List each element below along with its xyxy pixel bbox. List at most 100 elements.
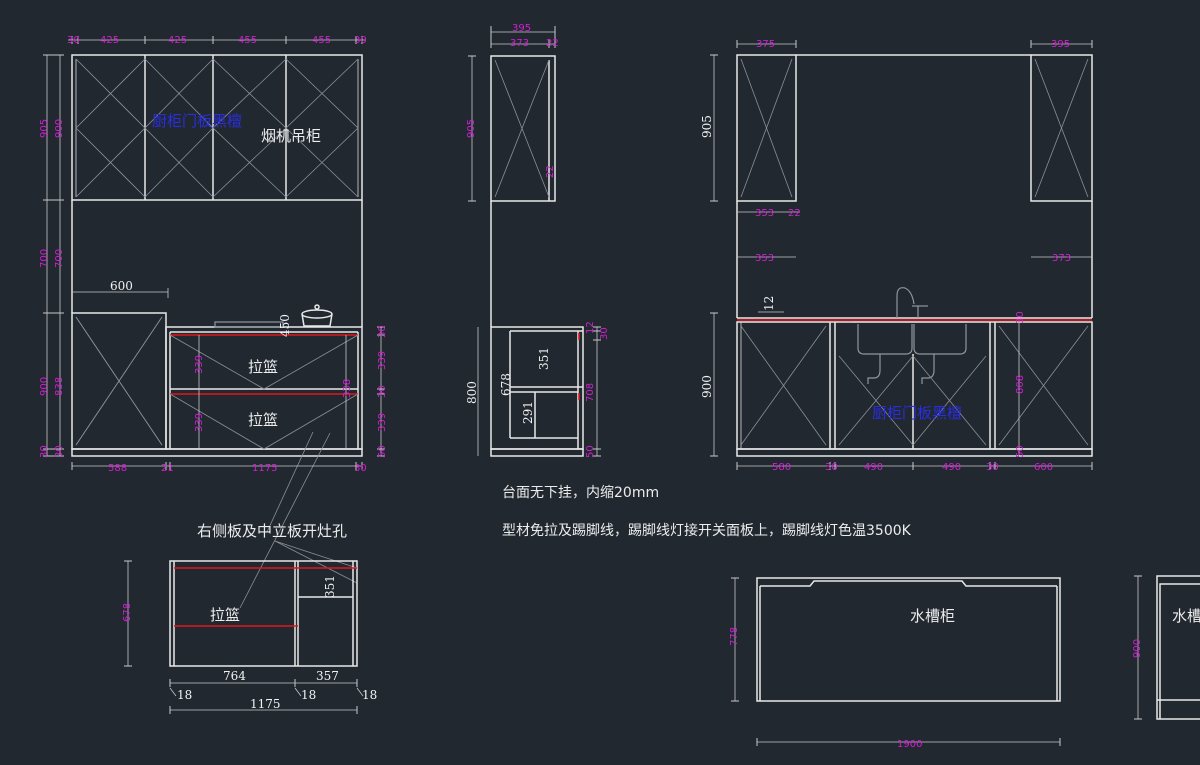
dim-top-4: 455 — [312, 35, 331, 46]
dim-353a: 353 — [755, 208, 774, 219]
sink-basin-left — [857, 324, 913, 355]
dim-left-inner-700: 700 — [54, 249, 65, 268]
basket-label-1: 拉篮 — [248, 358, 278, 376]
dim-778: 778 — [729, 627, 740, 646]
dim-339a: 339 — [194, 355, 205, 374]
plan-2-frame — [756, 577, 1061, 702]
dim-357: 357 — [316, 669, 339, 683]
dim-353b: 353 — [755, 253, 774, 264]
hood-cabinet-label: 烟机吊柜 — [261, 127, 321, 145]
dim-1175-plan: 1175 — [250, 697, 281, 711]
dim-905-side: 905 — [466, 119, 477, 138]
dim-338: 338 — [342, 379, 353, 398]
dim-top-1: 425 — [100, 35, 119, 46]
dim-678-plan: 678 — [122, 603, 133, 622]
dim-12-sink: 12 — [762, 296, 776, 311]
sink-basin-right — [913, 324, 967, 355]
dim-right-50: 50 — [377, 445, 388, 458]
dim-right-30b: 30 — [377, 385, 388, 398]
dim-50-sink: 50 — [1015, 445, 1026, 458]
dim-764: 764 — [223, 669, 246, 683]
drain-pipe-right — [921, 354, 935, 384]
dim-right-339: 339 — [377, 351, 388, 370]
pot-icon — [301, 309, 333, 319]
door-color-label-2: 厨柜门板黑檀 — [872, 404, 962, 422]
dim-30-bottom-b: 30 — [986, 462, 999, 473]
dim-bottom-21: 21 — [161, 463, 174, 474]
plan-stove-cabinet: 右侧板及中立板开灶孔 拉篮 351 678 764 357 18 18 18 1… — [122, 522, 377, 714]
dim-808: 808 — [1015, 375, 1026, 394]
side-upper-cabinet — [490, 55, 556, 202]
dim-395: 395 — [512, 23, 531, 34]
faucet-icon — [896, 287, 915, 318]
side-panel-note: 右侧板及中立板开灶孔 — [197, 522, 347, 540]
plan-sink-cabinet-cut: 水槽 900 — [1132, 575, 1200, 720]
dim-left-inner-30: 30 — [54, 445, 65, 458]
dim-450: 450 — [278, 314, 292, 337]
toe-kick — [71, 448, 363, 457]
dim-left-905: 905 — [39, 119, 50, 138]
sink-cabinet-label: 水槽柜 — [910, 607, 955, 625]
dim-900-sink: 900 — [700, 375, 714, 398]
dim-708: 708 — [585, 383, 596, 402]
dim-50-side: 50 — [585, 445, 596, 458]
dim-22: 22 — [546, 38, 559, 49]
elevation-left: 厨柜门板黑檀 烟机吊柜 600 拉篮 拉篮 — [39, 35, 388, 609]
dim-678: 678 — [499, 373, 513, 396]
dim-375: 375 — [756, 39, 775, 50]
dim-373: 373 — [510, 38, 529, 49]
dim-490a: 490 — [864, 462, 883, 473]
dim-30-sink: 30 — [1015, 311, 1026, 324]
dim-top-5: 30 — [354, 35, 367, 46]
dim-580: 580 — [772, 462, 791, 473]
sink-upper-right — [1030, 54, 1093, 202]
dim-600-bottom: 600 — [1034, 462, 1053, 473]
dim-top-2: 425 — [168, 35, 187, 46]
dim-339b: 339 — [194, 413, 205, 432]
dim-905-sink: 905 — [700, 115, 714, 138]
note-profile: 型材免拉及踢脚线，踢脚线灯接开关面板上，踢脚线灯色温3500K — [502, 522, 912, 539]
door-color-label: 厨柜门板黑檀 — [152, 112, 242, 130]
dim-291: 291 — [521, 401, 535, 424]
dim-right-339b: 339 — [377, 413, 388, 432]
dim-22-side: 22 — [545, 165, 556, 178]
dim-top-0: 30 — [67, 35, 80, 46]
dim-right-30: 30 — [377, 325, 388, 338]
plan-sink-cabinet: 水槽柜 778 1900 — [729, 577, 1061, 750]
dim-30-bottom: 30 — [825, 462, 838, 473]
dim-left-900: 900 — [39, 377, 50, 396]
upper-cabinet-frame — [71, 54, 363, 201]
dim-30-side: 30 — [599, 327, 610, 340]
dim-600: 600 — [110, 279, 133, 293]
dim-800: 800 — [465, 381, 479, 404]
pot-body — [301, 313, 333, 327]
dim-bottom-30: 30 — [354, 463, 367, 474]
dim-18a: 18 — [177, 688, 192, 702]
dim-18b: 18 — [301, 688, 316, 702]
elevation-sink: 353 22 353 373 375 395 905 12 — [700, 39, 1093, 473]
sink-cabinet-label-cut: 水槽 — [1172, 607, 1200, 625]
dim-395-sink: 395 — [1051, 39, 1070, 50]
dim-left-inner-838: 838 — [54, 377, 65, 396]
sink-upper-left — [736, 54, 797, 202]
dim-left-700: 700 — [39, 249, 50, 268]
dim-18c: 18 — [362, 688, 377, 702]
dim-12: 12 — [585, 321, 596, 334]
dim-900-plan: 900 — [1132, 639, 1143, 658]
dim-bottom-1175: 1175 — [252, 463, 277, 474]
dim-top-3: 455 — [238, 35, 257, 46]
dim-left-inner-900: 900 — [54, 119, 65, 138]
dim-22-sink: 22 — [788, 208, 801, 219]
plan-1-frame — [169, 560, 358, 667]
dim-351: 351 — [537, 347, 551, 370]
dim-bottom-588: 588 — [108, 463, 127, 474]
basket-label-2: 拉篮 — [248, 411, 278, 429]
dim-1900: 1900 — [897, 739, 922, 750]
dim-490b: 490 — [942, 462, 961, 473]
drain-pipe-left — [867, 354, 881, 384]
dim-373-sink: 373 — [1052, 253, 1071, 264]
basket-plan-label: 拉篮 — [210, 606, 240, 624]
note-countertop: 台面无下挂，内缩20mm — [502, 485, 659, 501]
cooktop — [214, 321, 284, 328]
